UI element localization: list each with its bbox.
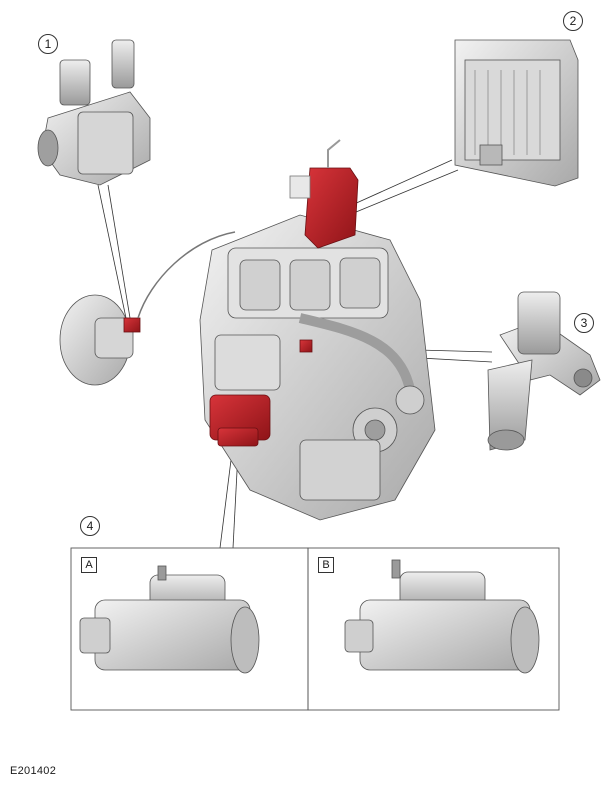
callout-3: 3 [574,313,594,333]
callout-4: 4 [80,516,100,536]
starter-motor-a [79,565,260,674]
panel-label-a: A [81,557,97,573]
starter-motor-b [344,559,540,674]
callout-1: 1 [38,34,58,54]
starter-panels-frame [70,547,560,711]
engine-assembly [199,214,436,521]
component-2-control-module [454,39,579,187]
vacuum-hose [137,231,236,319]
brake-booster [59,294,141,386]
figure-id: E201402 [10,765,57,777]
panel-label-b: B [318,557,334,573]
highlight-module-location [289,139,359,249]
callout-2: 2 [563,11,583,31]
component-1-sensor [37,39,151,186]
component-3-position-sensor [487,291,601,451]
highlight-starter-location [209,394,271,447]
